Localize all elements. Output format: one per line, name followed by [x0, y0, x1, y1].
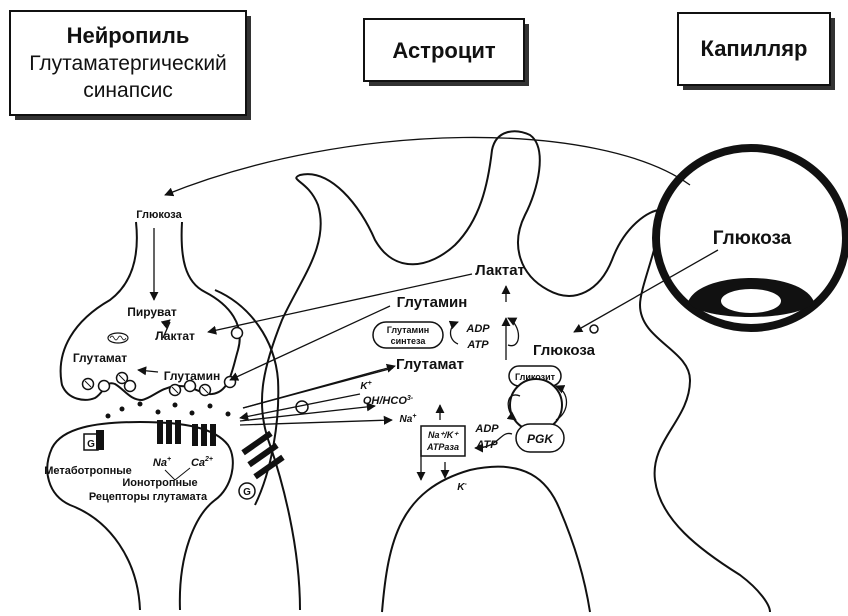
- glutamine-synthetase-box: [372, 321, 444, 349]
- adp-bottom-label: ADP: [474, 423, 499, 435]
- pathway-arrows: [137, 136, 719, 481]
- postsynaptic-terminal-outline: [46, 420, 234, 611]
- pgk-label: PGK: [527, 432, 554, 446]
- neuropil-title: Нейропиль: [67, 23, 190, 48]
- ca-ion-label: Ca2+: [191, 456, 213, 469]
- g-protein-label-right: G: [243, 487, 251, 498]
- glucose-transporter-icon: [589, 324, 599, 334]
- glutamine-synthesis-arc: [448, 320, 459, 345]
- capillary-header-box: [677, 12, 835, 90]
- ionotropic-receptor-ca-icon: [192, 424, 216, 446]
- atp-top-label: ATP: [466, 339, 489, 351]
- neuron-glucose-label: Глюкоза: [136, 209, 182, 221]
- neuron-lactate-label: Лактат: [155, 329, 195, 343]
- mitochondrion-icon: [107, 332, 129, 344]
- ionotropic-bracket: [164, 467, 191, 481]
- astrocyte-glucose-label: Глюкоза: [533, 342, 596, 359]
- capillary-glucose-label: Глюкоза: [713, 228, 792, 249]
- metabotropic-receptor-icon: [83, 430, 104, 451]
- astrocyte-glutamine-label: Глутамин: [397, 294, 468, 311]
- astrocyte-title: Астроцит: [392, 38, 496, 63]
- astrocyte-process-around-synapse: [214, 289, 280, 506]
- astrocyte-lactate-label: Лактат: [475, 262, 525, 279]
- neuropil-header-box: [9, 10, 251, 120]
- k-ion-label: K+: [360, 380, 371, 392]
- adp-top-label: ADP: [465, 323, 490, 335]
- na-influx-label: Na+: [400, 413, 417, 425]
- astrocyte-receptor-icon: [241, 430, 285, 480]
- glutamate-molecules: [105, 401, 231, 419]
- na-k-atpase-line-1: Na⁺/K⁺: [428, 430, 459, 440]
- vesicle-marks: [84, 374, 209, 394]
- k-efflux-label: K-: [457, 481, 467, 493]
- astrocyte-g-protein-icon: [238, 482, 256, 500]
- na-k-atpase-line-2: ATPаза: [426, 442, 459, 452]
- glycolysis-cycle-ring: [509, 378, 563, 432]
- capillary-title: Капилляр: [701, 36, 808, 61]
- ionotropic-label: Ионотропные: [122, 477, 197, 489]
- glutamate-receptors-label: Рецепторы глутамата: [89, 491, 208, 503]
- g-protein-label-left: G: [87, 439, 95, 450]
- glycosite-label: Гликозит: [515, 372, 556, 382]
- na-k-atpase-box: [420, 425, 466, 457]
- presynaptic-terminal-outline: [59, 221, 241, 402]
- na-ion-label: Na+: [153, 456, 171, 469]
- astrocyte-glutamate-label: Глутамат: [396, 356, 464, 373]
- metabotropic-label: Метаботропные: [44, 465, 132, 477]
- neuron-glutamine-label: Глутамин: [164, 369, 221, 383]
- glutamine-synthetase-line-2: синтеза: [391, 336, 427, 346]
- neuron-glutamate-label: Глутамат: [73, 351, 127, 365]
- ionotropic-receptor-na-icon: [157, 420, 181, 444]
- astrocyte-header-box: [363, 18, 529, 86]
- oh-hco3-label: OH/HCO3-: [363, 395, 414, 407]
- pgk-box: [515, 423, 565, 453]
- pyruvate-label: Пируват: [127, 305, 177, 319]
- capillary-vessel: [652, 144, 848, 332]
- astrocyte-inner-foot: [381, 465, 591, 613]
- neuropil-subtitle-line-2: синапсис: [83, 79, 173, 102]
- neuropil-subtitle-line-1: Глутаматергический: [29, 52, 227, 75]
- mitochondrion-cristae-icon: [109, 335, 127, 341]
- glutamine-synthetase-line-1: Глутамин: [387, 325, 429, 335]
- atp-bottom-label: ATP: [475, 439, 498, 451]
- erythrocyte-icon: [721, 289, 781, 313]
- astrocyte-body-outline: [261, 130, 771, 613]
